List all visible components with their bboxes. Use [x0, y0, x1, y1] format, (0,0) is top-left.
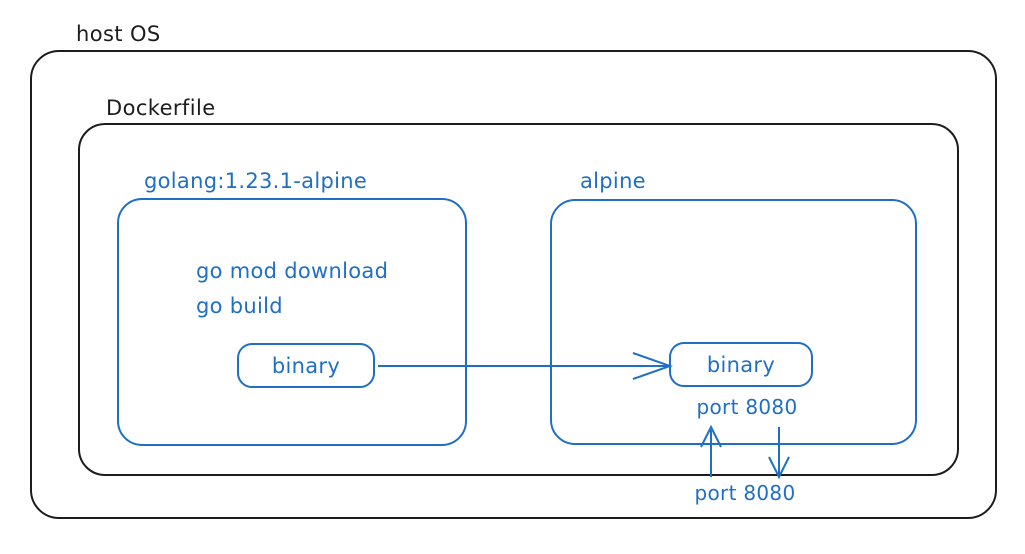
- build-binary-box: [237, 343, 375, 388]
- port-inbound-arrow-head: [700, 424, 722, 448]
- host-port-label: port 8080: [695, 481, 796, 505]
- build-binary-label: binary: [272, 354, 340, 378]
- runtime-stage-container: [550, 199, 917, 445]
- runtime-binary-box: [669, 342, 813, 387]
- host-os-container: [30, 50, 997, 519]
- runtime-stage-label: alpine: [580, 169, 646, 193]
- runtime-port-label: port 8080: [697, 395, 798, 419]
- build-command-go-build: go build: [196, 294, 283, 318]
- build-command-go-mod-download: go mod download: [196, 259, 388, 283]
- dockerfile-label: Dockerfile: [106, 96, 216, 120]
- port-outbound-arrow-head: [768, 456, 790, 480]
- runtime-binary-label: binary: [707, 353, 775, 377]
- host-os-label: host OS: [76, 22, 161, 46]
- build-stage-container: [117, 198, 467, 446]
- binary-copy-arrow-head: [632, 352, 674, 380]
- build-stage-label: golang:1.23.1-alpine: [144, 169, 367, 193]
- dockerfile-container: [78, 123, 959, 476]
